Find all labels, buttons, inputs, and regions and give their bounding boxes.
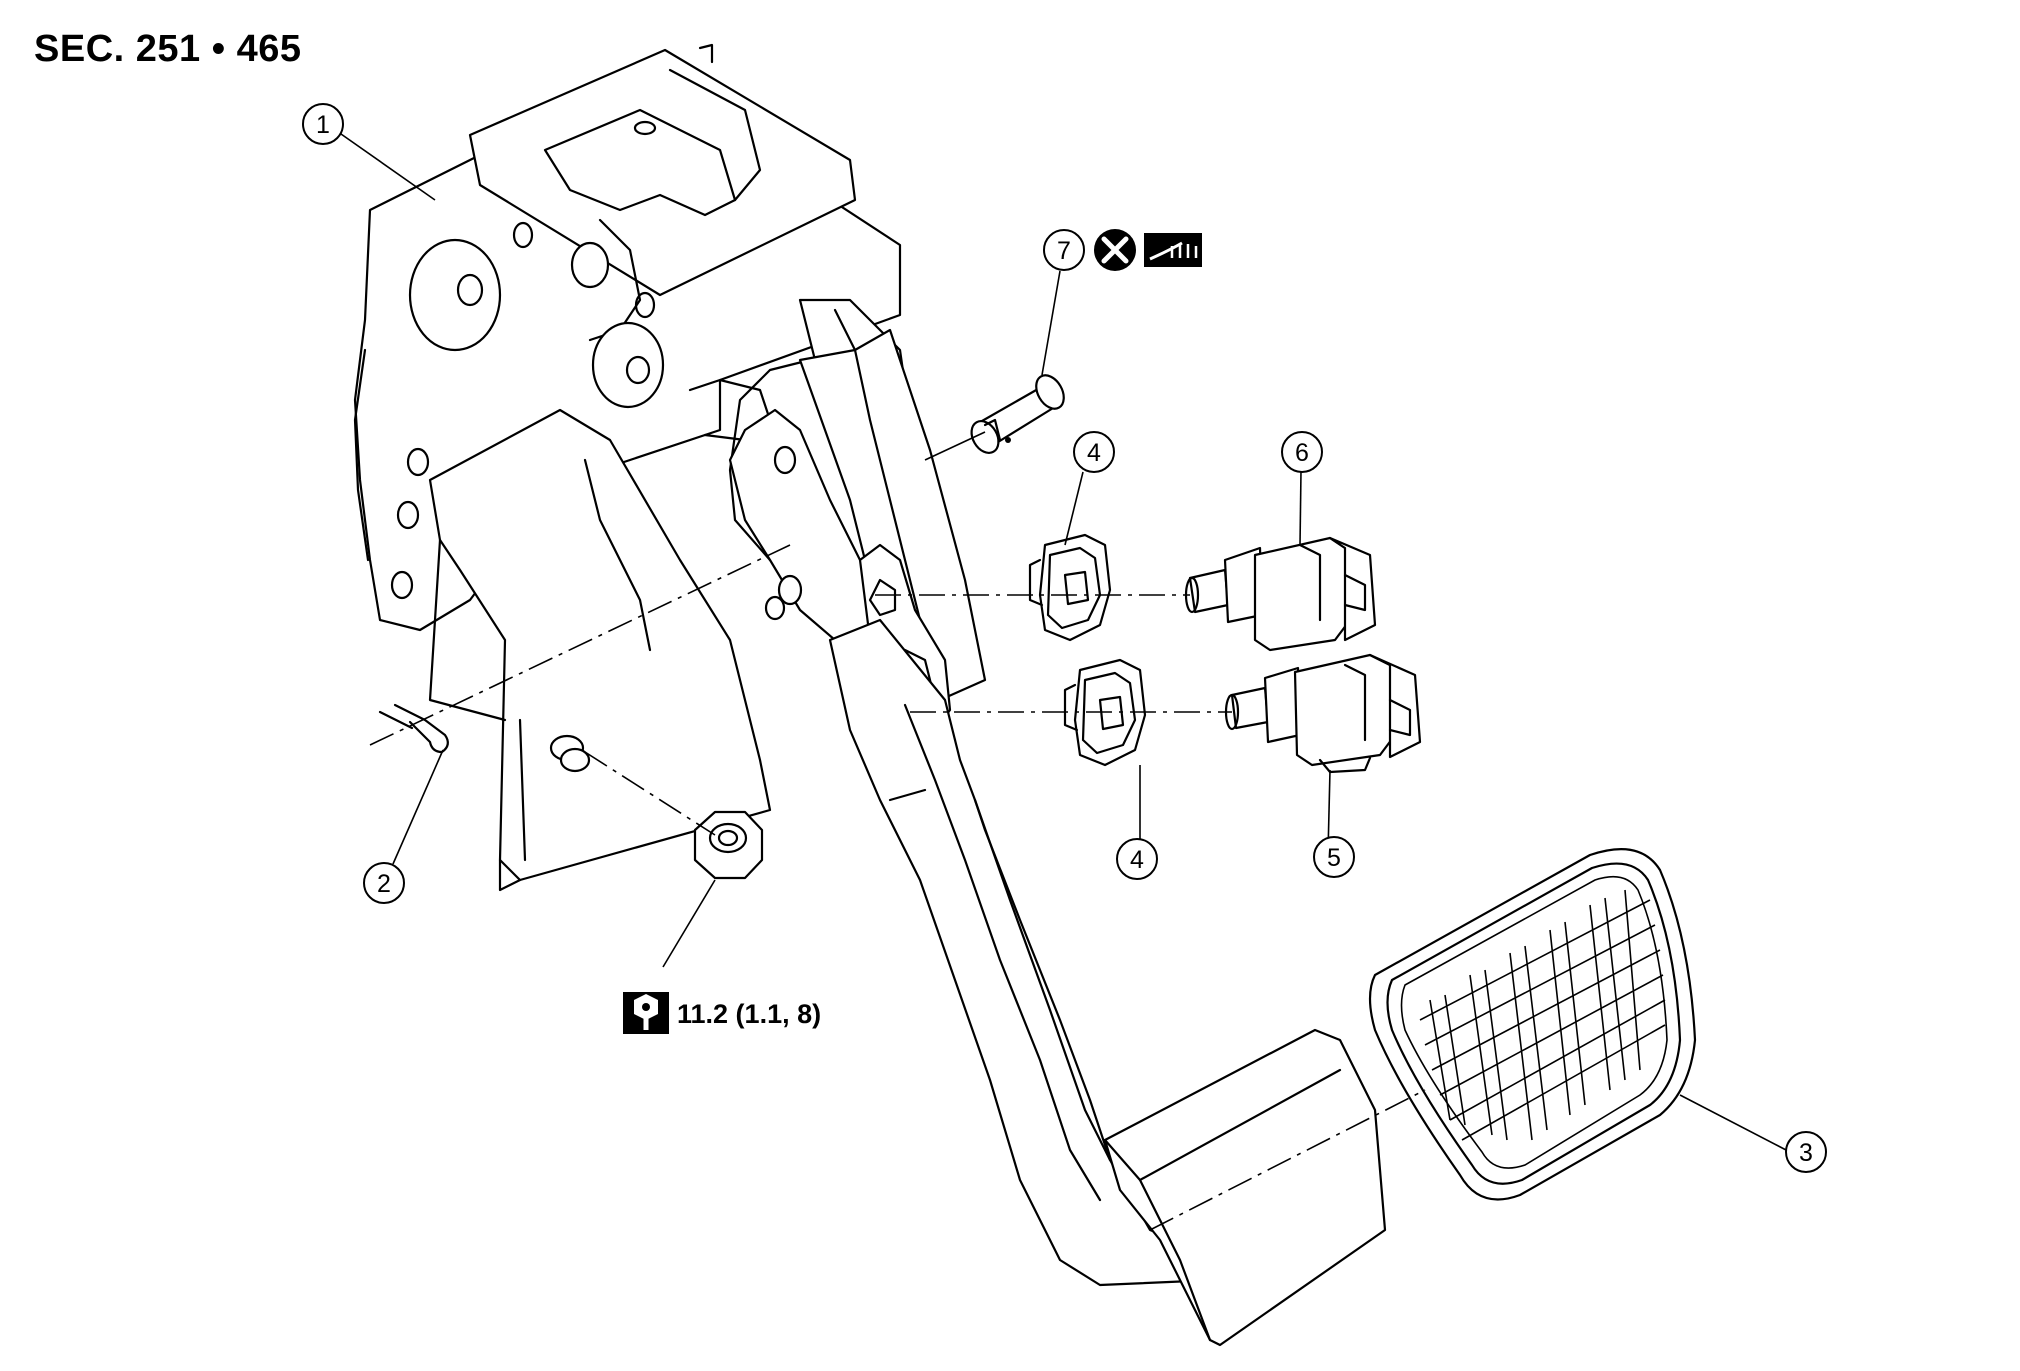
leader-lines bbox=[340, 133, 1789, 1152]
svg-text:1: 1 bbox=[316, 111, 330, 139]
stop-lamp-switch bbox=[1184, 536, 1377, 652]
svg-text:3: 3 bbox=[1799, 1139, 1813, 1167]
callout-6: 6 bbox=[1281, 431, 1323, 473]
svg-text:7: 7 bbox=[1057, 237, 1071, 265]
clevis-pin bbox=[970, 374, 1065, 454]
callout-3: 3 bbox=[1785, 1131, 1827, 1173]
svg-text:4: 4 bbox=[1130, 846, 1144, 874]
callout-1: 1 bbox=[302, 103, 344, 145]
torque-value: 11.2 (1.1, 8) bbox=[677, 999, 821, 1029]
svg-text:2: 2 bbox=[377, 870, 391, 898]
callout-4-lower: 4 bbox=[1116, 838, 1158, 880]
section-title: SEC. 251 • 465 bbox=[34, 28, 302, 70]
callout-7: 7 bbox=[1043, 229, 1085, 271]
torque-wrench-icon bbox=[623, 992, 669, 1034]
axis-lines bbox=[369, 544, 1426, 1231]
callout-5: 5 bbox=[1313, 836, 1355, 878]
pedal-bracket bbox=[353, 43, 987, 892]
callout-4-upper: 4 bbox=[1073, 431, 1115, 473]
pedal-pad-bracket bbox=[1103, 1028, 1387, 1347]
snap-pin bbox=[378, 703, 449, 754]
hex-nut bbox=[693, 810, 764, 880]
torque-spec: 11.2 (1.1, 8) bbox=[623, 992, 821, 1034]
svg-text:5: 5 bbox=[1327, 844, 1341, 872]
callout-2: 2 bbox=[363, 862, 405, 904]
brake-switch bbox=[1224, 653, 1422, 774]
pedal-pad bbox=[1368, 848, 1697, 1201]
svg-text:6: 6 bbox=[1295, 439, 1309, 467]
clip-clamp-upper bbox=[1028, 533, 1112, 642]
do-not-reuse-icon bbox=[1094, 229, 1136, 271]
svg-text:4: 4 bbox=[1087, 439, 1101, 467]
grease-application-icon bbox=[1144, 233, 1202, 267]
